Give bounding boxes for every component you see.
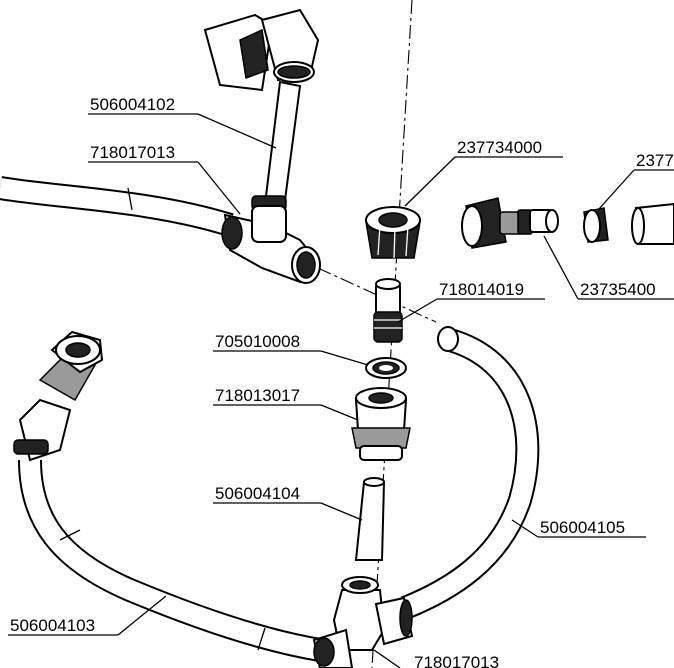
label-237734000: 237734000 xyxy=(457,138,542,157)
fitting-237354000 xyxy=(461,197,559,249)
tube-506004104 xyxy=(354,477,386,561)
tube-left-top xyxy=(0,176,234,237)
tube-506004102 xyxy=(264,80,302,202)
hose-506004103 xyxy=(18,459,322,662)
tee-718017013-top xyxy=(221,195,321,284)
nut-237734000 xyxy=(365,206,421,259)
tee-718017013-bottom xyxy=(312,576,414,668)
elbow-left xyxy=(13,330,104,462)
label-506004104: 506004104 xyxy=(215,484,300,503)
label-718017013-top: 718017013 xyxy=(90,143,175,162)
label-23735400: 23735400 xyxy=(580,280,656,299)
label-2377: 2377 xyxy=(636,151,674,170)
adapter-718013017 xyxy=(351,387,411,461)
label-506004102: 506004102 xyxy=(90,95,175,114)
hose-506004105 xyxy=(400,326,540,620)
nipple-718014019 xyxy=(373,278,403,343)
elbow-with-cap xyxy=(203,8,320,92)
label-718013017: 718013017 xyxy=(215,386,300,405)
label-718017013-bottom: 718017013 xyxy=(414,653,499,668)
label-506004105: 506004105 xyxy=(540,518,625,537)
washer-705010008 xyxy=(365,357,407,379)
label-718014019: 718014019 xyxy=(439,280,524,299)
cap-2377 xyxy=(583,202,674,245)
label-705010008: 705010008 xyxy=(215,332,300,351)
leader-lines xyxy=(8,113,674,668)
label-506004103: 506004103 xyxy=(10,616,95,635)
